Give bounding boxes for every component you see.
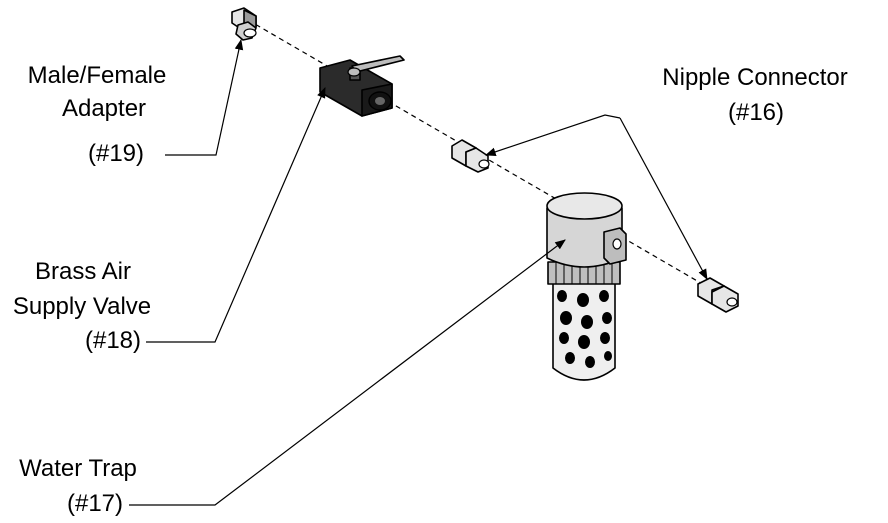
adapter-label-line-2: Adapter bbox=[62, 95, 146, 122]
water-trap-part bbox=[546, 192, 627, 381]
nipple-leader-line-right bbox=[619, 117, 708, 280]
valve-leader-line bbox=[146, 87, 326, 343]
assembly-axis-line bbox=[247, 19, 731, 301]
valve-label: Brass Air Supply Valve (#18) bbox=[13, 258, 151, 354]
water-trap-label: Water Trap (#17) bbox=[19, 455, 137, 517]
water-trap-vent-dots bbox=[557, 290, 612, 368]
valve-label-line-1: Brass Air bbox=[35, 258, 131, 285]
adapter-label: Male/Female Adapter (#19) bbox=[28, 62, 167, 167]
nipple-leader-line-middle bbox=[484, 114, 621, 156]
valve-label-line-2: Supply Valve bbox=[13, 293, 151, 320]
brass-air-supply-valve-part bbox=[319, 55, 405, 117]
adapter-label-line-1: Male/Female bbox=[28, 62, 167, 89]
nipple-label-line-1: Nipple Connector bbox=[662, 64, 847, 91]
nipple-label: Nipple Connector (#16) bbox=[662, 64, 847, 126]
water-trap-label-line-2: (#17) bbox=[67, 490, 123, 517]
male-female-adapter-part bbox=[231, 7, 257, 41]
water-trap-leader-line bbox=[129, 239, 566, 506]
nipple-connector-right-part bbox=[697, 277, 739, 313]
adapter-label-line-3: (#19) bbox=[88, 140, 144, 167]
water-trap-label-line-1: Water Trap bbox=[19, 455, 137, 482]
nipple-label-line-2: (#16) bbox=[728, 99, 784, 126]
adapter-leader-line bbox=[165, 38, 244, 156]
valve-label-line-3: (#18) bbox=[85, 327, 141, 354]
nipple-connector-middle-part bbox=[451, 139, 490, 173]
